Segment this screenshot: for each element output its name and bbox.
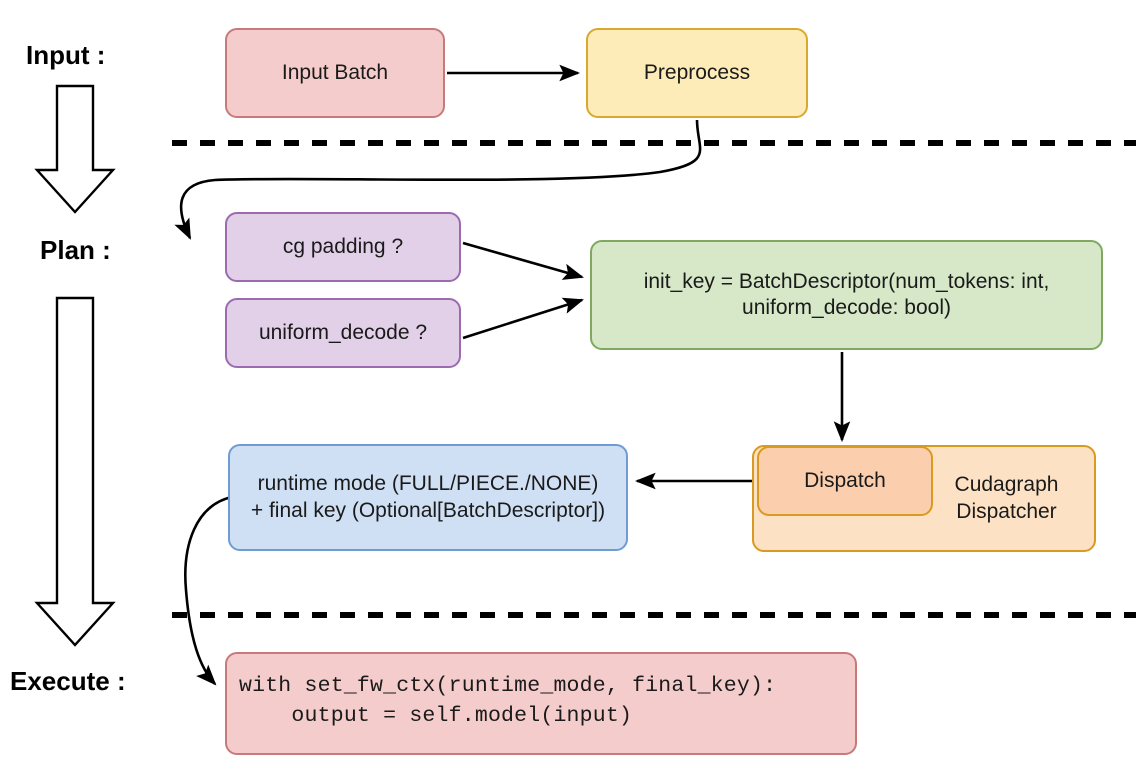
init-key-node[interactable]: init_key = BatchDescriptor(num_tokens: i… [590, 240, 1103, 350]
execute-code-line-1: with set_fw_ctx(runtime_mode, final_key)… [239, 674, 777, 699]
block-arrow-plan-to-execute [34, 296, 116, 647]
preprocess-label: Preprocess [643, 60, 751, 84]
runtime-mode-node[interactable]: runtime mode (FULL/PIECE./NONE) + final … [228, 444, 628, 551]
runtime-mode-label-line-1: runtime mode (FULL/PIECE./NONE) [257, 472, 599, 496]
block-arrow-input-to-plan [34, 84, 116, 214]
cudagraph-dispatcher-label-line-2: Dispatcher [956, 499, 1057, 523]
stage-label-plan: Plan : [40, 235, 111, 265]
uniform-decode-label: uniform_decode ? [258, 320, 428, 344]
cg-padding-label: cg padding ? [282, 234, 404, 258]
dispatch-label: Dispatch [804, 468, 886, 492]
preprocess-node[interactable]: Preprocess [586, 28, 808, 118]
init-key-label-line-1: init_key = BatchDescriptor(num_tokens: i… [643, 269, 1050, 293]
input-batch-label: Input Batch [281, 60, 389, 84]
conn-runtime-mode-to-execute-code [184, 495, 233, 686]
execute-code-node[interactable]: with set_fw_ctx(runtime_mode, final_key)… [225, 652, 857, 755]
init-key-label-line-2: uniform_decode: bool) [742, 296, 951, 319]
runtime-mode-label-line-2: + final key (Optional[BatchDescriptor]) [250, 498, 606, 522]
cudagraph-dispatcher-label-line-1: Cudagraph [954, 473, 1059, 497]
dispatch-node[interactable]: Dispatch [757, 446, 933, 516]
input-batch-node[interactable]: Input Batch [225, 28, 445, 118]
cg-padding-node[interactable]: cg padding ? [225, 212, 461, 282]
execute-code-line-2: output = self.model(input) [239, 703, 633, 728]
stage-label-input: Input : [26, 40, 106, 70]
conn-uniform-decode-to-init-key [462, 297, 584, 340]
stage-label-execute: Execute : [10, 666, 126, 696]
uniform-decode-node[interactable]: uniform_decode ? [225, 298, 461, 368]
conn-cg-padding-to-init-key [462, 241, 584, 280]
